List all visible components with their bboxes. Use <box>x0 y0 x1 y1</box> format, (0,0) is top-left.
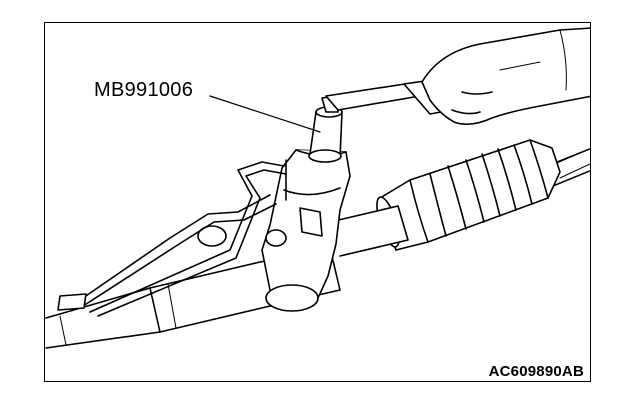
gear-housing-tube <box>45 205 409 349</box>
hydraulic-pipes <box>57 161 287 317</box>
callout-leader <box>209 95 321 133</box>
hand <box>421 27 590 126</box>
tool-callout-label: MB991006 <box>94 79 194 101</box>
special-tool <box>308 95 343 163</box>
figure-id-label: AC609890AB <box>488 363 584 380</box>
